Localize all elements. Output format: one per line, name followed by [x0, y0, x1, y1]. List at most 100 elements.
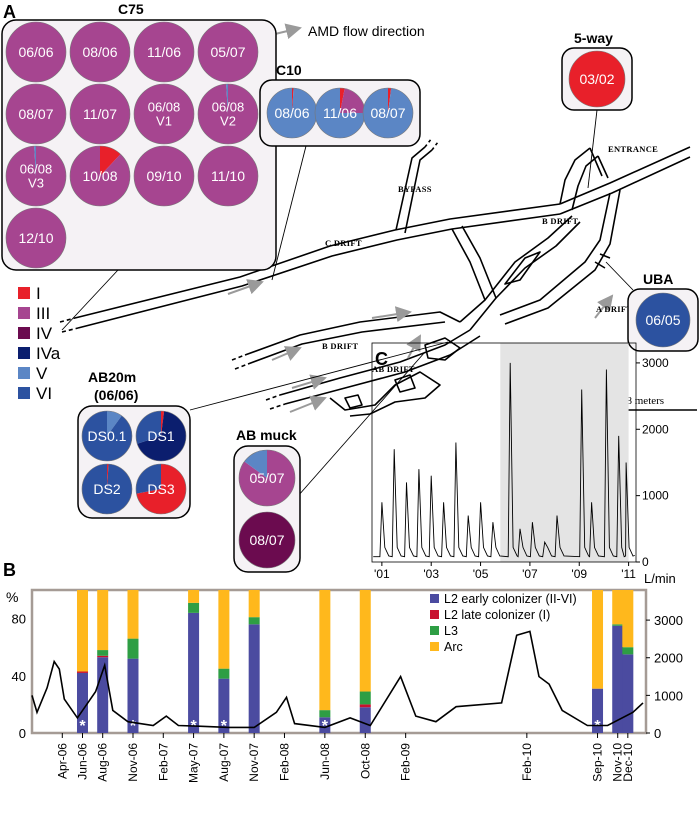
connector-c75: [61, 269, 119, 331]
c10-pie-slice-V: [267, 88, 318, 138]
bar-segment-early: [188, 612, 200, 733]
flow-arrow: [371, 306, 412, 323]
c75-pie-label: V2: [220, 114, 236, 129]
panel-c-x-tick-label: '07: [522, 567, 538, 581]
c10-pie-slice-V: [363, 88, 413, 138]
flow-legend-label: AMD flow direction: [308, 23, 425, 39]
bypass-dashed: [424, 137, 439, 151]
flow-arrow: [291, 374, 327, 390]
bar-segment-early: [97, 657, 109, 733]
panel-c-y-tick-label: 1000: [642, 489, 669, 503]
c75-pie-label: 06/08: [212, 100, 245, 115]
bar-segment-arc: [319, 590, 331, 711]
bar-segment-arc: [97, 590, 109, 651]
ab-muck-pie-slice-IV: [238, 511, 296, 569]
bar-segment-early: [127, 658, 139, 733]
legend-label-I: I: [36, 284, 41, 303]
ab20m-pie-label: DS1: [147, 428, 174, 444]
c75-pie-label: 08/07: [18, 106, 53, 122]
panel-b-legend-swatch-early: [430, 594, 439, 603]
c75-pie-slice-III: [5, 83, 67, 145]
c75-pie-slice-III: [70, 146, 130, 206]
panel-b-legend-label-late: L2 late colonizer (I): [444, 608, 550, 622]
panel-b-left-unit: %: [6, 589, 18, 605]
bar-segment-l3: [188, 602, 200, 613]
c75-pie-slice-III: [197, 21, 259, 83]
b-drift-branch: [484, 215, 581, 301]
panel-b-left-tick-label: 0: [19, 726, 26, 741]
c-drift-tunnel: [74, 203, 561, 329]
panel-b-legend-swatch-arc: [430, 642, 439, 651]
inner-island: [504, 251, 541, 285]
bar-segment-early: [622, 654, 634, 733]
panel-b-legend-label-arc: Arc: [444, 640, 463, 654]
label-b-drift-upper: B DRIFT: [542, 216, 578, 226]
c75-pie-label: 11/10: [211, 168, 245, 184]
c75-pie-slice-III: [5, 207, 67, 269]
c-drift-dashed-end: [59, 317, 79, 333]
legend-label-VI: VI: [36, 384, 52, 403]
c75-title: C75: [118, 1, 144, 17]
ab20m-pie-outline: [135, 463, 187, 515]
ab20m-pie-slice-VI: [136, 464, 161, 494]
ab20m-pie-slice-VI: [81, 464, 132, 514]
c75-pie-slice-III: [69, 21, 131, 83]
panel-c-y-tick-label: 2000: [642, 422, 669, 436]
panel-b-frame: [30, 588, 648, 735]
bar-segment-arc: [592, 590, 604, 689]
c75-pie-slice-III: [133, 145, 195, 207]
panel-b-legend-swatch-late: [430, 610, 439, 619]
panel-label-c: C: [375, 349, 388, 369]
panel-b-x-label: Nov-07: [247, 743, 261, 782]
mine-map: [59, 137, 691, 417]
bar-segment-late: [359, 704, 371, 708]
upper-loop: [559, 147, 609, 211]
bar-segment-l3: [218, 668, 230, 679]
c75-pie-label: 05/07: [210, 44, 245, 60]
c75-pie-slice-III: [197, 145, 259, 207]
bar-segment-l3: [622, 647, 634, 655]
c10-pie-slice-III: [340, 88, 365, 113]
panel-b-left-tick-label: 40: [12, 669, 26, 684]
c10-pie-label: 11/06: [323, 105, 357, 121]
ab-island-3: [344, 394, 363, 409]
uba-title: UBA: [643, 271, 673, 287]
c75-pie-slice-V: [34, 146, 36, 176]
c75-pie-label: 11/06: [147, 44, 181, 60]
bar-segment-late: [76, 671, 88, 673]
five-way-pies: 03/02: [568, 50, 626, 108]
c75-pie-label: 08/06: [82, 44, 117, 60]
panel-c-x-tick-label: '11: [621, 567, 636, 581]
panel-c-x-tick-label: '05: [473, 567, 489, 581]
entrance-tunnel: [559, 146, 691, 215]
panel-b-x-label: Feb-09: [399, 743, 413, 781]
ab20m-pie-slice-V: [107, 411, 122, 436]
panel-b-left-tick-label: 80: [12, 612, 26, 627]
flow-arrows: [227, 23, 614, 413]
legend-swatch-V: [18, 367, 30, 379]
label-a-drift: A DRIFT: [596, 304, 632, 314]
c75-pie-label: 06/06: [18, 44, 53, 60]
five-way-pie-label: 03/02: [579, 71, 614, 87]
flow-arrow: [274, 23, 302, 40]
panel-b-x-label: Apr-06: [55, 743, 69, 779]
legend-label-IVa: IVa: [36, 344, 61, 363]
panel-b-legend-label-early: L2 early colonizer (II-VI): [444, 592, 577, 606]
ab20m-pie-slice-I: [136, 464, 186, 514]
panel-c-ylabel: L/min: [644, 571, 676, 586]
c75-pie-slice-III: [6, 146, 67, 207]
panel-c-x-tick-label: '03: [423, 567, 439, 581]
label-c-drift: C DRIFT: [325, 238, 362, 248]
c10-pie-label: 08/07: [370, 105, 405, 121]
panel-b-x-label: May-07: [187, 743, 201, 783]
ab-muck-pie-slice-III: [238, 450, 296, 507]
panel-c-shaded-region: [500, 343, 629, 562]
bar-segment-l3: [248, 617, 260, 625]
ab20m-pie-outline: [135, 410, 187, 462]
panel-b-x-label: Feb-10: [520, 743, 534, 781]
flow-arrow: [227, 279, 264, 295]
panel-b-x-label: Sep-10: [591, 743, 605, 782]
connector-uba: [605, 261, 634, 291]
label-ab-drift: AB DRIFT: [372, 364, 415, 374]
